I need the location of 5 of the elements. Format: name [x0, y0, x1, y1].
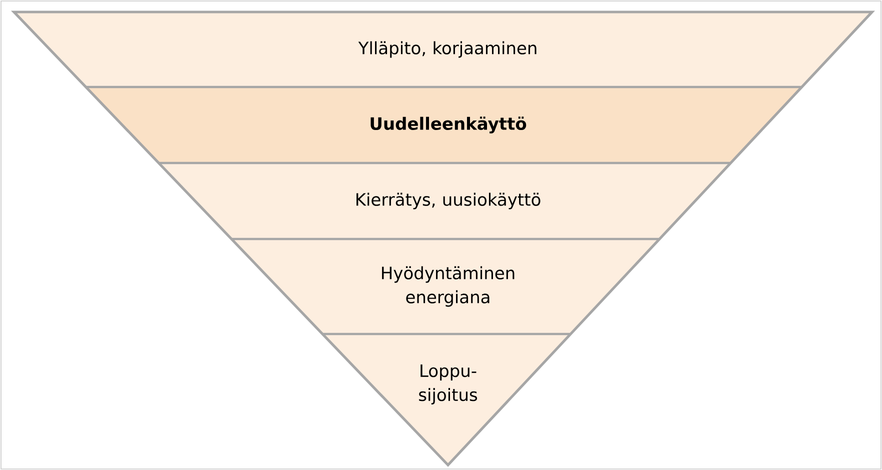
band: Loppu-sijoitus: [322, 334, 571, 465]
band: Ylläpito, korjaaminen: [14, 12, 872, 87]
band: Uudelleenkäyttö: [86, 87, 802, 163]
band: Hyödyntäminen energiana: [232, 239, 660, 334]
band: Kierrätys, uusiokäyttö: [158, 163, 731, 239]
